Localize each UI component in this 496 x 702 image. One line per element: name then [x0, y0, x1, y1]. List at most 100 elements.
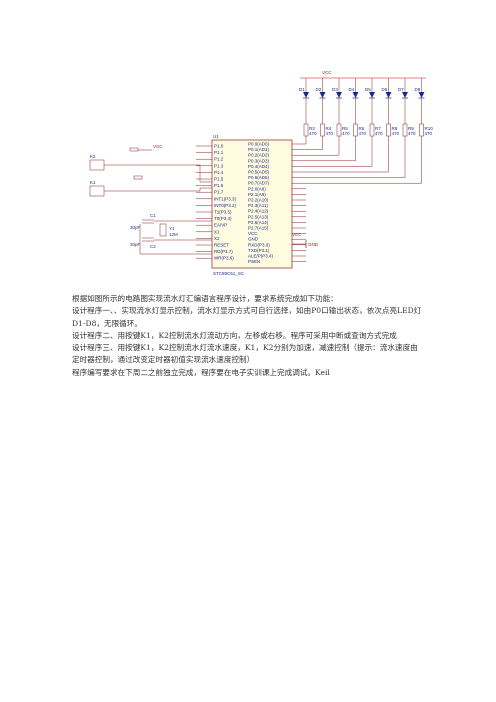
left-pin-label: P1.1 [214, 150, 224, 155]
svg-text:470: 470 [425, 131, 433, 136]
mcu-chip-body [211, 139, 293, 269]
right-pin-label: P2.0(A8) [248, 186, 266, 191]
vcc-label-right: VCC [292, 232, 302, 237]
svg-text:D7: D7 [398, 87, 404, 92]
right-pin-label: P2.5(A13) [248, 214, 269, 219]
left-pin-label: RESET [214, 243, 229, 248]
right-pin-label: PSEN [248, 259, 260, 264]
right-pin-label: P0.4(AD4) [248, 164, 270, 169]
led-8: D8 [415, 78, 425, 99]
cap-c2-value: 30pF [130, 242, 141, 247]
svg-text:470: 470 [359, 131, 367, 136]
led-wire [306, 136, 323, 150]
crystal-circuit: Y1 12M C1 C2 30pF 30pF [130, 213, 212, 255]
chip-ref-label: U1 [213, 134, 219, 139]
led-wire [306, 136, 422, 184]
right-pin-label: ALE/P(P3.4) [248, 254, 274, 259]
left-pin-label: INT1(P3.3) [214, 196, 237, 201]
right-pin-label: P2.4(A12) [248, 209, 269, 214]
svg-text:R4: R4 [326, 126, 332, 131]
led-wire [306, 136, 389, 173]
deadline-paragraph: 程序编写要求在下周二之前独立完成，程序要在电子实训课上完成调试。Keil [72, 367, 330, 377]
program-three-paragraph: 设计程序三、用按键K1，K2控制流水灯流水速度，K1，K2分别为加速，减速控制（… [72, 343, 418, 365]
svg-text:D6: D6 [382, 87, 388, 92]
svg-text:470: 470 [326, 131, 334, 136]
cap-c1-label: C1 [150, 213, 156, 218]
svg-text:R3: R3 [309, 126, 315, 131]
svg-text:R6: R6 [359, 126, 365, 131]
left-pin-label: X2 [214, 236, 220, 241]
vcc-label-keys: VCC [153, 144, 163, 149]
left-pin-label: WR(P3.6) [214, 256, 234, 261]
right-pin-label: P0.3(AD3) [248, 158, 270, 163]
svg-text:D8: D8 [415, 87, 421, 92]
left-pin-label: P1.0 [214, 144, 224, 149]
vcc-label-top: VCC [322, 70, 332, 75]
right-pin-label: P0.5(AD5) [248, 170, 270, 175]
right-pin-label: P2.7(A15) [248, 226, 269, 231]
left-pin-label: INT0(P3.2) [214, 203, 237, 208]
led-3: D3 [332, 78, 342, 99]
left-pin-label: P1.4 [214, 170, 224, 175]
right-pin-label: P0.1(AD1) [248, 147, 270, 152]
key-k1-label: K1 [90, 180, 96, 185]
left-pin-label: EA/VP [214, 223, 227, 228]
cap-c2-label: C2 [150, 244, 156, 249]
left-pin-label: RD(P3.7) [214, 249, 233, 254]
intro-paragraph: 根据如图所示的电路图实现流水灯汇编语言程序设计，要求系统完成如下功能： [72, 294, 338, 303]
svg-text:R7: R7 [375, 126, 381, 131]
led-7: D7 [398, 78, 408, 99]
svg-text:470: 470 [392, 131, 400, 136]
right-pin-label: P0.0(AD0) [248, 142, 270, 147]
cap-c1-value: 30pF [130, 225, 141, 230]
key-circuits: K2 K1 VCC [89, 144, 212, 197]
left-pin-label: T1(P3.5) [214, 210, 232, 215]
chip-name-label: STC89C51_SC [213, 271, 245, 276]
right-pin-label: GND [248, 237, 259, 242]
right-pin-label: P2.6(A14) [248, 220, 269, 225]
left-pin-label: P1.6 [214, 183, 224, 188]
svg-text:R5: R5 [342, 126, 348, 131]
led-5: D5 [365, 78, 375, 99]
assignment-text: 根据如图所示的电路图实现流水灯汇编语言程序设计，要求系统完成如下功能： 设计程序… [72, 293, 424, 379]
svg-text:R9: R9 [408, 126, 414, 131]
gnd-symbol: GND VCC [292, 232, 319, 248]
svg-text:470: 470 [408, 131, 416, 136]
gnd-label: GND [308, 242, 319, 247]
right-pin-label: VCC [248, 231, 258, 236]
led-1: D1 [299, 78, 309, 99]
right-pin-label: P0.2(AD2) [248, 153, 270, 158]
svg-text:D5: D5 [365, 87, 371, 92]
right-pin-label: P2.2(A10) [248, 198, 269, 203]
svg-text:470: 470 [375, 131, 383, 136]
right-pin-label: P2.3(A11) [248, 203, 268, 208]
left-pin-label: T0(P3.4) [214, 216, 232, 221]
svg-text:R8: R8 [392, 126, 398, 131]
svg-text:R10: R10 [425, 126, 434, 131]
svg-text:D4: D4 [349, 87, 355, 92]
led-wire [306, 136, 340, 156]
led-2: D2 [316, 78, 326, 99]
svg-text:D2: D2 [316, 87, 322, 92]
led-wire [306, 136, 406, 178]
left-pin-label: P1.3 [214, 163, 224, 168]
svg-text:470: 470 [309, 131, 317, 136]
left-pin-label: P1.7 [214, 190, 224, 195]
crystal-label: Y1 [169, 226, 175, 231]
svg-text:D1: D1 [299, 87, 305, 92]
led-6: D6 [382, 78, 392, 99]
program-one-paragraph: 设计程序一、、实现流水灯显示控制，流水灯显示方式可自行选择，如由P0口输出状态，… [72, 306, 422, 328]
right-pin-label: P2.1(A9) [248, 192, 266, 197]
left-pin-label: P1.2 [214, 157, 224, 162]
crystal-value: 12M [169, 232, 178, 237]
led-wire [306, 136, 373, 167]
